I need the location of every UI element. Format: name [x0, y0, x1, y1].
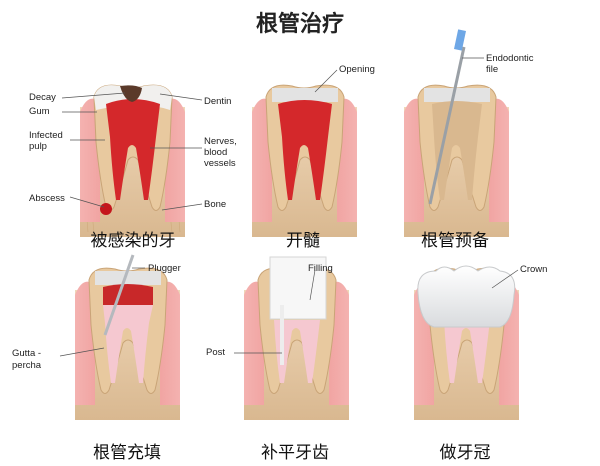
- gum-tissue: [252, 98, 357, 222]
- gum-tissue: [75, 281, 180, 405]
- file-handle: [454, 29, 466, 51]
- panel-crown: [414, 265, 519, 420]
- page-title: 根管治疗: [255, 12, 344, 37]
- caption-canal-filling: 根管充填: [93, 443, 161, 463]
- label-nerves-line2: blood: [204, 147, 228, 158]
- label-gutta-percha-line2: percha: [12, 360, 42, 371]
- caption-opening: 开髓: [286, 231, 320, 251]
- endodontic-file: [428, 46, 466, 205]
- gum-tissue: [244, 281, 349, 405]
- access-opening: [424, 88, 490, 102]
- root-filling: [274, 320, 320, 383]
- access-opening: [272, 88, 338, 102]
- label-gum: Gum: [29, 106, 50, 117]
- panel-opening: [252, 84, 357, 237]
- infected-pulp: [106, 99, 160, 200]
- label-gutta-percha-line1: Gutta -: [12, 348, 42, 359]
- gutta-percha: [103, 305, 153, 383]
- panel-infected-tooth: [80, 84, 185, 237]
- gum-tissue: [80, 98, 185, 222]
- pulp-chamber-remnant: [103, 284, 153, 305]
- abscess: [100, 203, 112, 215]
- label-crown: Crown: [520, 264, 548, 275]
- label-abscess: Abscess: [29, 193, 65, 204]
- decay-cavity: [120, 85, 142, 102]
- leader-lines: [59, 57, 519, 357]
- caption-infected-tooth: 被感染的牙: [90, 231, 176, 251]
- access-opening: [95, 271, 161, 285]
- panel-canal-filling: [75, 254, 180, 420]
- panel-canal-preparation: [404, 29, 509, 237]
- label-nerves-line3: vessels: [204, 158, 236, 169]
- gum-tissue: [404, 98, 509, 222]
- label-post: Post: [206, 347, 226, 358]
- label-filling: Filling: [308, 263, 333, 274]
- filling-block: [269, 256, 327, 320]
- label-opening: Opening: [339, 64, 375, 75]
- label-infected-pulp-line1: Infected: [29, 130, 63, 141]
- label-plugger: Plugger: [148, 263, 181, 274]
- dental-crown: [417, 265, 516, 328]
- label-endodontic-file-line2: file: [486, 64, 499, 75]
- label-dentin: Dentin: [204, 96, 232, 107]
- label-infected-pulp-line2: pulp: [29, 141, 47, 152]
- label-nerves-line1: Nerves,: [204, 136, 237, 147]
- caption-filling: 补平牙齿: [261, 443, 329, 463]
- label-bone: Bone: [204, 199, 227, 210]
- caption-crown: 做牙冠: [439, 443, 491, 463]
- post: [280, 305, 284, 365]
- panel-filling: [244, 256, 349, 420]
- label-decay: Decay: [29, 92, 56, 103]
- infected-pulp: [278, 100, 332, 200]
- label-endodontic-file-line1: Endodontic: [486, 53, 534, 64]
- plugger-instrument: [103, 254, 135, 336]
- caption-canal-preparation: 根管预备: [421, 231, 489, 251]
- root-filling: [444, 320, 490, 383]
- cleaned-canal: [432, 101, 482, 200]
